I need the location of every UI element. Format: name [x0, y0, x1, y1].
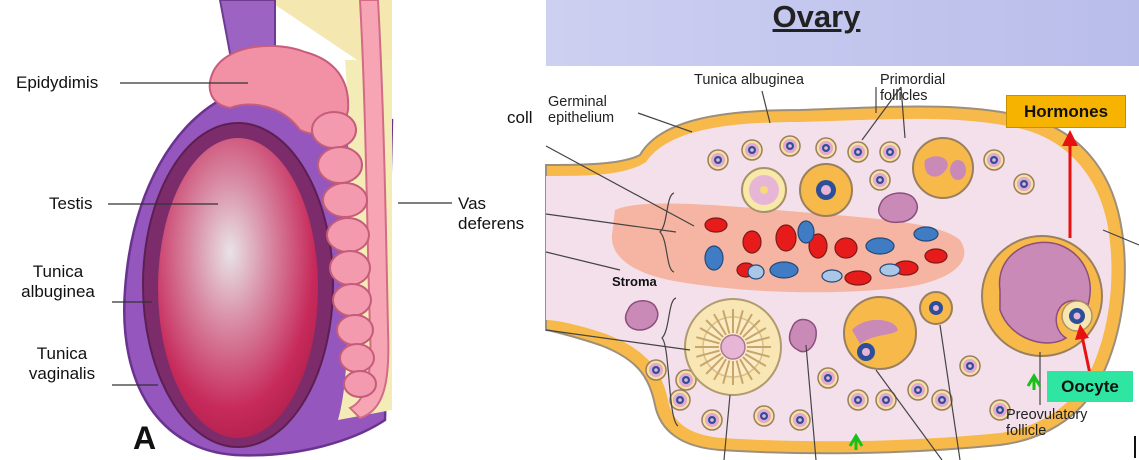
ovary-title: Ovary [772, 0, 861, 34]
primordial-follicle [750, 148, 754, 152]
blood-vessels [704, 217, 948, 286]
primordial-follicle [716, 158, 720, 162]
primordial-follicle [884, 398, 888, 402]
label-epididymis: Epidydimis [16, 73, 99, 92]
primordial-follicle [992, 158, 996, 162]
panel-letter: A [133, 420, 157, 456]
luteal-fold [713, 313, 727, 336]
label-line: Tunica [32, 262, 84, 281]
primordial-follicle [888, 150, 892, 154]
label-line: albuginea [21, 282, 95, 301]
preovulatory-follicle-shape [981, 235, 1103, 357]
primordial-follicle [856, 398, 860, 402]
stroma-brackets [659, 192, 679, 427]
primordial-follicles [645, 135, 1035, 431]
primordial-follicle [1022, 182, 1026, 186]
growing-follicles [741, 137, 974, 370]
luteal-fold [744, 327, 767, 341]
primordial-follicle [654, 368, 658, 372]
testis-body [158, 138, 318, 438]
label-coll: coll [507, 108, 533, 127]
label-line: Preovulatory [1006, 407, 1088, 423]
epididymis-coils [311, 111, 377, 398]
label-line: epithelium [548, 110, 615, 126]
green-arrows [848, 373, 1042, 450]
oocyte-box: Oocyte [1047, 371, 1133, 402]
primordial-follicle [856, 150, 860, 154]
label-primordial-follicles: Primordial follicles [880, 72, 945, 104]
label-line: Primordial [880, 72, 946, 88]
luteal-fold [705, 319, 724, 338]
luteal-fold [735, 360, 744, 384]
primordial-follicle [878, 178, 882, 182]
label-line: Germinal [548, 94, 607, 110]
luteal-fold [699, 327, 722, 341]
primordial-follicle [798, 418, 802, 422]
luteal-fold [699, 353, 722, 367]
label-line: Tunica [36, 344, 88, 363]
primordial-follicle [710, 418, 714, 422]
luteal-fold [739, 313, 753, 336]
testis-illustration [108, 0, 452, 457]
primordial-follicle [968, 364, 972, 368]
luteal-fold [705, 356, 724, 375]
vas-deferens-tube [348, 0, 390, 420]
luteal-fold [713, 358, 727, 381]
corpus-luteum [684, 298, 782, 396]
luteal-fold [696, 336, 720, 345]
label-testis: Testis [49, 194, 93, 213]
luteal-fold [696, 349, 720, 358]
ovary-illustration [545, 0, 1139, 460]
luteal-fold [742, 319, 761, 338]
primordial-follicle [826, 376, 830, 380]
primordial-follicle [684, 378, 688, 382]
label-preovulatory-follicle: Preovulatory follicle [1006, 407, 1087, 439]
veins [704, 220, 939, 283]
testis-leader-lines [108, 82, 452, 386]
label-line: follicle [1006, 423, 1047, 439]
hormones-box: Hormones [1006, 95, 1126, 128]
primordial-follicle [998, 408, 1002, 412]
luteal-fold [722, 310, 731, 334]
primordial-follicle [788, 144, 792, 148]
label-line: follicles [880, 88, 928, 104]
edge-tick [1134, 436, 1136, 458]
label-tunica-albuginea-ovary: Tunica albuginea [694, 72, 804, 88]
ovary-leader-lines [545, 86, 1139, 460]
luteal-fold [739, 358, 753, 381]
label-vas-deferens: Vas deferens [458, 194, 524, 234]
label-tunica-albuginea: Tunica albuginea [10, 262, 106, 302]
luteal-fold [735, 310, 744, 334]
primordial-follicle [824, 146, 828, 150]
primordial-follicle [940, 398, 944, 402]
primordial-follicle [678, 398, 682, 402]
luteal-fold [746, 349, 770, 358]
luteal-fold [722, 360, 731, 384]
label-line: vaginalis [28, 364, 96, 383]
label-stroma: Stroma [612, 274, 657, 289]
title-band [546, 0, 1139, 66]
label-line: deferens [458, 214, 525, 233]
luteal-fold [742, 356, 761, 375]
label-germinal-epithelium: Germinal epithelium [548, 94, 614, 126]
luteal-fold [744, 353, 767, 367]
primordial-follicle [916, 388, 920, 392]
label-tunica-vaginalis: Tunica vaginalis [14, 344, 110, 384]
luteal-fold [746, 336, 770, 345]
label-line: Vas [458, 194, 487, 213]
corpus-albicans [624, 192, 919, 353]
primordial-follicle [762, 414, 766, 418]
red-arrows [1062, 130, 1092, 375]
